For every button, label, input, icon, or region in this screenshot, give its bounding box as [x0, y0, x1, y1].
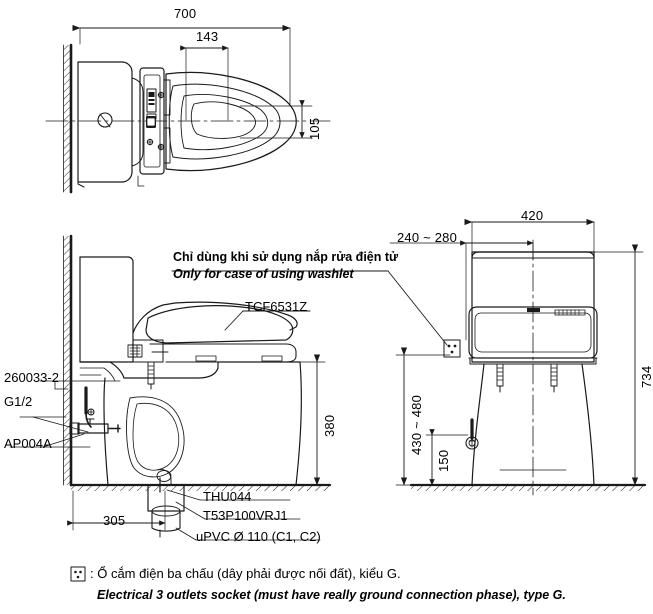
callout-washlet-model: TCF6531Z	[245, 299, 308, 314]
callout-waste-pipe: uPVC Ø 110 (C1, C2)	[196, 529, 321, 544]
washlet-note-vietnamese: Chỉ dùng khi sử dụng nắp rửa điện tử	[173, 250, 399, 264]
top-view-group	[45, 24, 331, 194]
callout-angle-valve: AP004A	[4, 436, 52, 451]
side-view-group	[9, 234, 448, 541]
callout-pan-connector: T53P100VRJ1	[203, 508, 288, 523]
dimension-seat-height-380: 380	[322, 414, 337, 437]
dimension-washlet-143: 143	[196, 29, 219, 44]
footnote-socket-icon-group	[70, 566, 86, 582]
dimension-overall-height-734: 734	[639, 365, 653, 388]
callout-floor-flange: THU044	[203, 489, 252, 504]
dimension-water-inlet-150: 150	[436, 449, 451, 472]
dimension-overall-depth-700: 700	[174, 6, 197, 21]
dimension-socket-height-430-480: 430 ~ 480	[409, 395, 424, 455]
footnote-vietnamese: : Ổ cắm điện ba chấu (dây phải được nối …	[90, 566, 401, 581]
callout-supply-hose: 260033-2	[4, 370, 59, 385]
dimension-rough-in-305: 305	[103, 513, 126, 528]
dimension-overall-width-420: 420	[521, 208, 544, 223]
dimension-centre-105: 105	[307, 117, 322, 140]
dimension-socket-offset-240-280: 240 ~ 280	[397, 230, 457, 245]
front-view-group	[389, 218, 647, 496]
washlet-note-english: Only for case of using washlet	[173, 267, 354, 281]
footnote-english: Electrical 3 outlets socket (must have r…	[97, 588, 566, 602]
callout-thread-size: G1/2	[4, 394, 33, 409]
